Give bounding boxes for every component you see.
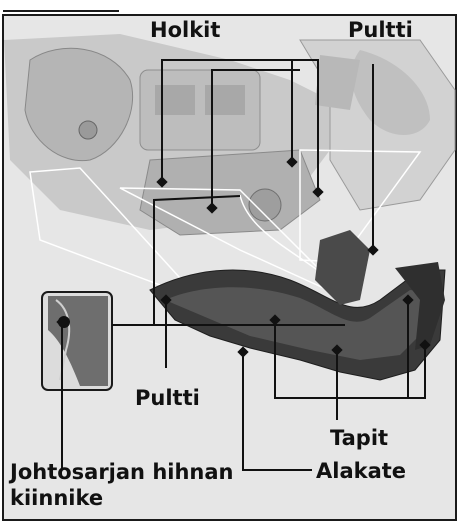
label-pultti-bottom: Pultti <box>135 386 200 410</box>
label-alakate: Alakate <box>316 459 406 483</box>
inset-photo <box>42 292 112 390</box>
engine-photo <box>4 34 455 235</box>
label-holkit: Holkit <box>150 18 220 42</box>
under-cover-part <box>150 230 445 380</box>
label-tapit: Tapit <box>330 426 388 450</box>
label-johtosarja-line1: Johtosarjan hihnan <box>10 460 233 484</box>
label-pultti-top: Pultti <box>348 18 413 42</box>
label-johtosarja-line2: kiinnike <box>10 486 103 510</box>
